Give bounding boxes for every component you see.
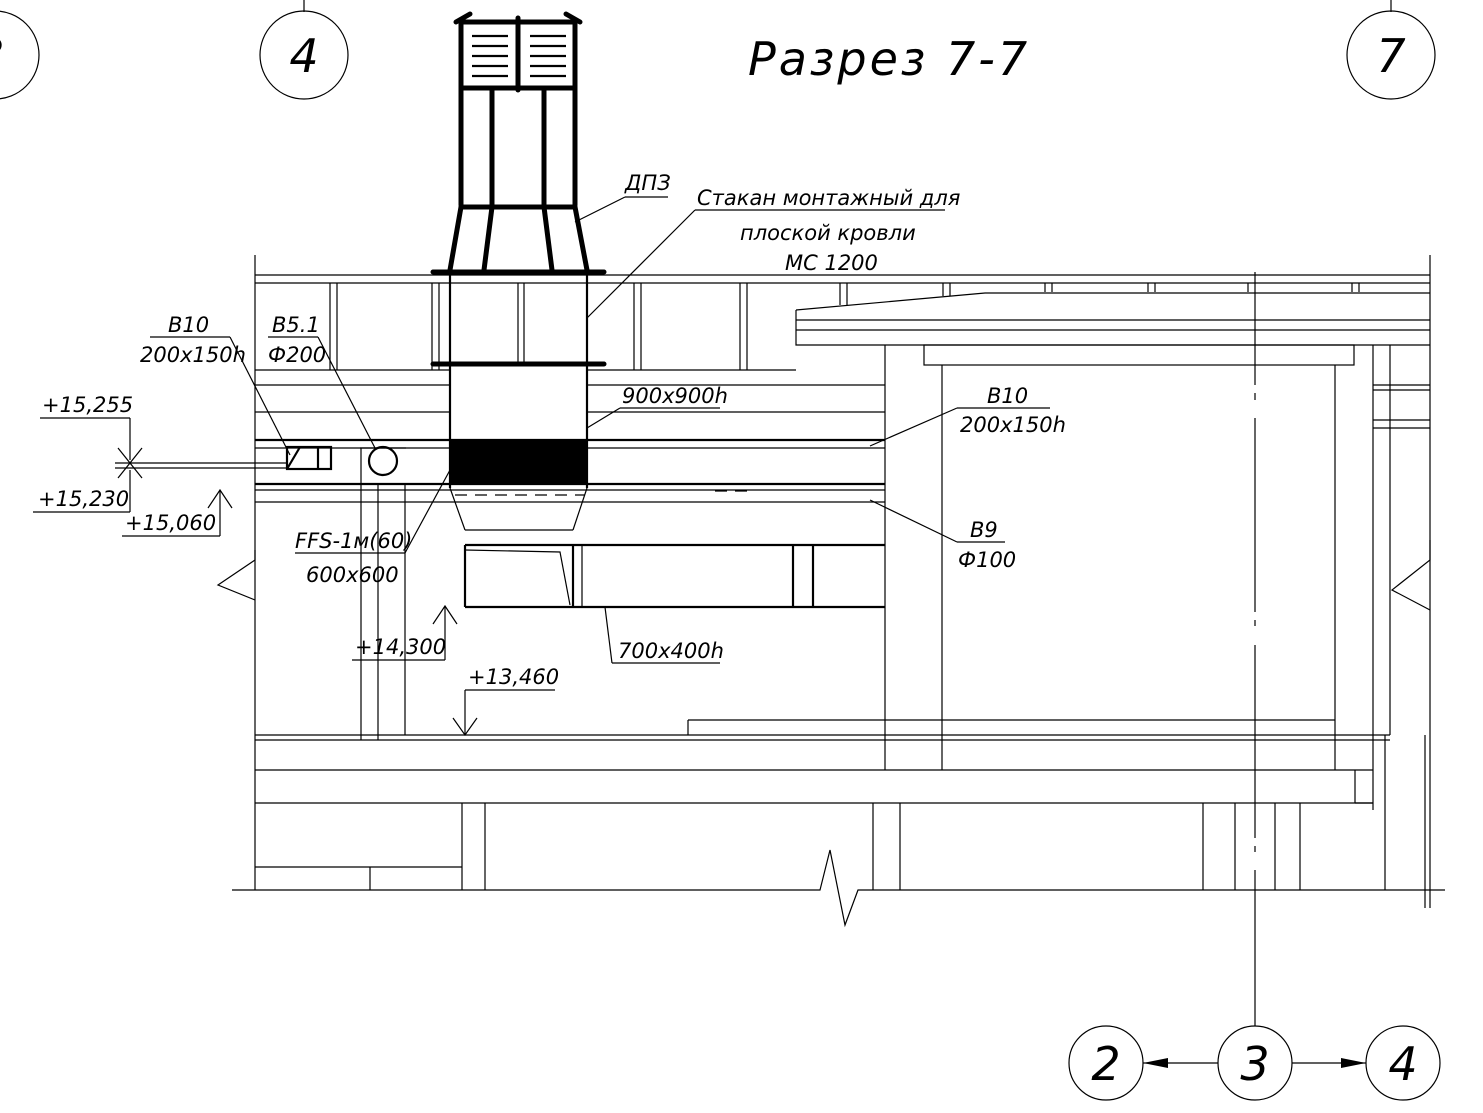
duct-b10-left: [285, 445, 333, 471]
label-mounting-cup-line3: МС 1200: [785, 251, 878, 275]
axis-label-3-bottom: 3: [1240, 1037, 1269, 1091]
level-15230: +15,230: [38, 487, 129, 511]
axis-label-4-top: 4: [289, 29, 318, 83]
label-b10-right-size: 200х150h: [960, 413, 1066, 437]
roof-ventilator-dpz: [430, 11, 607, 275]
axis-arrows-bottom: [1143, 1058, 1366, 1068]
axis-bubble-7-top: 7: [1346, 0, 1436, 100]
left-slab-lines: [255, 369, 885, 413]
axis-label-7-top: 7: [1376, 29, 1405, 83]
level-15060: +15,060: [125, 511, 216, 535]
axis-bubble-3-top: 3: [0, 10, 40, 100]
level-13460: +13,460: [468, 665, 559, 689]
label-ffs-size: 600х600: [306, 563, 399, 587]
duct-b51-round: [360, 445, 406, 477]
label-b10-right: В10: [987, 384, 1028, 408]
axis-label-3-top: 3: [0, 29, 5, 83]
section-title: Разрез 7-7: [748, 32, 1030, 86]
label-ffs: FFS-1м(60): [295, 529, 412, 553]
axis-bubble-2-bottom: 2: [1068, 1025, 1144, 1101]
label-b51-size: Ф200: [268, 343, 326, 367]
axis-bubble-4-top: 4: [259, 0, 349, 100]
label-duct-900x900: 900х900h: [622, 384, 728, 408]
break-lines: [216, 540, 1431, 611]
vertical-duct-900x900: [448, 364, 589, 531]
mounting-cup-mc1200: [430, 272, 607, 367]
roof-slab: [254, 255, 1431, 908]
label-mounting-cup-line1: Стакан монтажный для: [697, 186, 960, 210]
fire-damper-ffs: [450, 440, 587, 484]
axis-label-4-bottom: 4: [1388, 1037, 1417, 1091]
label-b9: В9: [970, 518, 998, 542]
label-duct-700x400: 700х400h: [618, 639, 724, 663]
duct-700x400: [463, 543, 885, 609]
axis-label-2-bottom: 2: [1091, 1037, 1120, 1091]
level-marks: [33, 417, 555, 737]
label-b10-left: В10: [168, 313, 209, 337]
level-15255: +15,255: [42, 393, 133, 417]
label-b51: В5.1: [272, 313, 320, 337]
level-14300: +14,300: [355, 635, 446, 659]
lower-floor: [232, 448, 1445, 928]
leader-lines: [150, 196, 1050, 664]
label-mounting-cup-line2: плоской кровли: [740, 221, 916, 245]
axis-bubble-4-bottom: 4: [1365, 1025, 1441, 1101]
label-dpz: ДПЗ: [624, 171, 671, 195]
label-b9-size: Ф100: [958, 548, 1016, 572]
axis-bubble-3-bottom: 3: [1217, 1025, 1293, 1101]
label-b10-left-size: 200х150h: [140, 343, 246, 367]
